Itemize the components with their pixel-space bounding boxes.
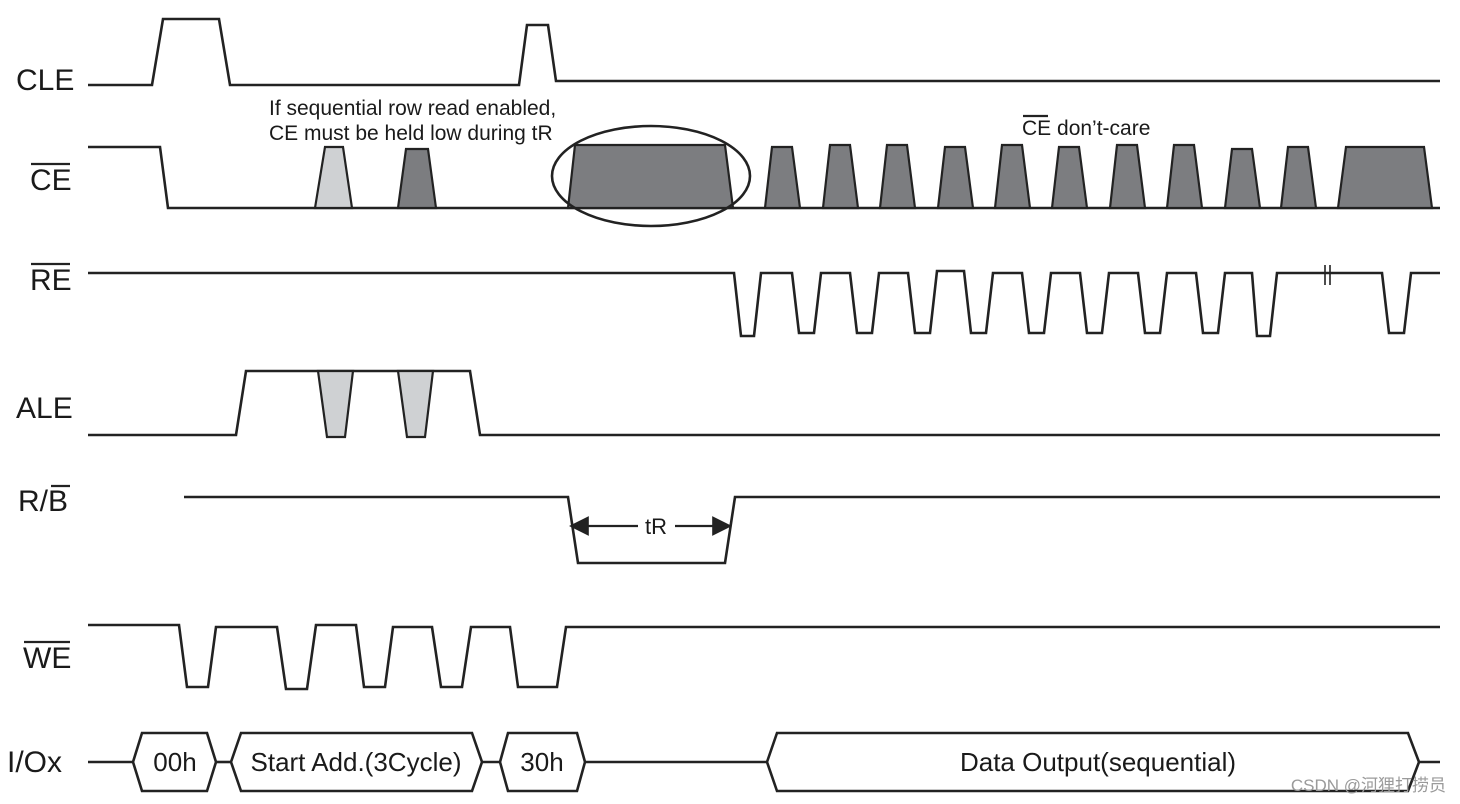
we-waveform [88, 623, 1440, 691]
rb-line [184, 495, 1440, 565]
tr-label: tR [645, 514, 667, 539]
signal-label-ale: ALE [16, 392, 73, 425]
ce-pulse-tr [566, 143, 735, 210]
ce-dont-care-ce: CE [1022, 117, 1051, 140]
signal-label-we-text: WE [23, 642, 71, 675]
ce-dont-care-text: CE don’t-care [1022, 117, 1150, 140]
ce-pulse-5 [936, 145, 975, 210]
cle-waveform [88, 17, 1440, 87]
signal-label-re-text: RE [30, 264, 72, 297]
signal-label-re: RE [30, 262, 72, 297]
ce-pulse-light [313, 145, 354, 210]
ce-dont-care-note: CE don’t-care [1022, 114, 1150, 140]
ce-baseline [88, 145, 1440, 210]
io-label-30h: 30h [520, 747, 563, 777]
rb-b-part: B [48, 485, 68, 518]
ale-waveform [88, 369, 1440, 439]
signal-label-rb: R/B [18, 484, 70, 518]
ce-pulse-6 [993, 143, 1032, 210]
rb-waveform: tR [184, 495, 1440, 565]
ce-pulse-9 [1165, 143, 1204, 210]
signal-label-we: WE [23, 640, 71, 675]
io-label-data-output: Data Output(sequential) [960, 747, 1236, 777]
signal-label-io: I/Ox [7, 746, 62, 779]
watermark: CSDN @河狸打捞员 [1291, 776, 1446, 795]
io-label-address: Start Add.(3Cycle) [251, 747, 462, 777]
ale-pulse-1 [316, 369, 355, 439]
ce-pulse-3 [821, 143, 860, 210]
ce-waveform [88, 124, 1440, 228]
rb-r-part: R/ [18, 485, 49, 518]
io-bus: 00h Start Add.(3Cycle) 30h Data Output(s… [88, 731, 1440, 793]
signal-label-rb-text: R/B [18, 485, 68, 518]
ce-pulse-10 [1223, 147, 1262, 210]
ce-pulse-7 [1050, 145, 1089, 210]
ce-pulse-12 [1336, 145, 1434, 210]
io-label-00h: 00h [153, 747, 196, 777]
ce-pulse-2 [763, 145, 802, 210]
signal-label-cle: CLE [16, 64, 74, 97]
ce-pulse-11 [1279, 145, 1318, 210]
ce-dont-care-rest: don’t-care [1051, 117, 1150, 140]
re-line [88, 269, 1440, 338]
seq-row-note-line2: CE must be held low during tR [269, 122, 553, 145]
ce-pulse-1 [396, 147, 438, 210]
re-waveform [88, 265, 1440, 338]
seq-row-note-line1: If sequential row read enabled, [269, 97, 556, 120]
signal-label-ce-text: CE [30, 164, 72, 197]
ale-pulse-2 [396, 369, 435, 439]
ale-line [88, 369, 1440, 437]
ce-pulse-8 [1108, 143, 1147, 210]
signal-label-ce: CE [30, 162, 72, 197]
ce-hold-low-ellipse [550, 124, 752, 228]
ce-pulse-4 [878, 143, 917, 210]
